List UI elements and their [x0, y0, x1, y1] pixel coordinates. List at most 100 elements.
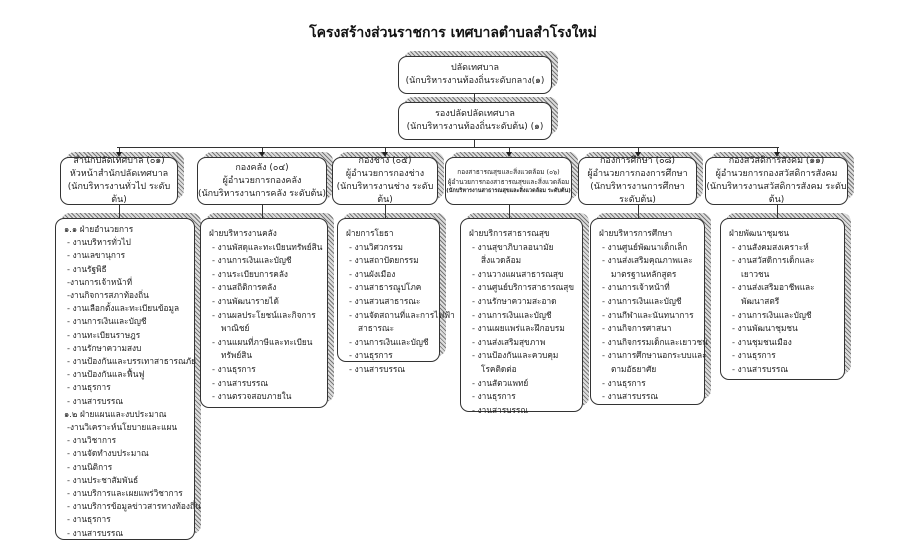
work-unit-item: - งานธุรการ [602, 377, 646, 388]
work-unit-item: - งานสวัสดิการเด็กและ [732, 255, 815, 266]
division-line3: (นักบริหารงานสวัสดิการสังคม ระดับต้น) [706, 182, 847, 205]
arrow-icon [505, 152, 512, 157]
arrow-icon [259, 152, 265, 157]
division-sections-box: ฝ่ายการโยธา- งานวิศวกรรม- งานสถาปัตยกรรม… [337, 213, 455, 374]
work-unit-item: - งานกิจการศาสนา [602, 323, 672, 334]
division-sections-box: ฝ่ายบริการสาธารณสุข - งานสุขาภิบาลอนามัยส… [460, 213, 589, 415]
work-unit-item: - งานการเงินและบัญชี [472, 309, 552, 320]
section-heading: ฝ่ายพัฒนาชุมชน [729, 228, 790, 238]
work-unit-item: -งานการเจ้าหน้าที่ [67, 276, 133, 287]
work-unit-item: - งานกีฬาและนันทนาการ [602, 309, 694, 320]
work-unit-item: - งานป้องกันและฟื้นฟู [67, 369, 145, 380]
work-unit-item: - งานเลขานุการ [67, 250, 126, 261]
work-unit-item: - งานสาธารณูปโภค [349, 282, 422, 293]
work-unit-item: - งานระเบียบการคลัง [212, 268, 288, 279]
work-unit-item: - งานสถิติการคลัง [212, 282, 277, 293]
work-unit-item: - งานการเงินและบัญชี [732, 309, 812, 320]
connector [637, 205, 639, 218]
work-unit-item: - งานสังคมสงเคราะห์ [732, 241, 809, 252]
work-unit-item: - งานการเงินและบัญชี [349, 336, 429, 347]
work-unit-item: - งานป้องกันและบรรเทาสาธารณภัย [67, 356, 196, 367]
division-line2: ผู้อำนวยการกองช่าง [345, 169, 425, 179]
division-line3: (นักบริหารงานการคลัง ระดับต้น) [198, 188, 326, 199]
work-unit-item: - งานสารบรรณ [212, 377, 269, 388]
work-unit-item: - งานผลประโยชน์และกิจการ [212, 309, 316, 320]
division-header-box: กองสาธารณสุขและสิ่งแวดล้อม (๐๖)ผู้อำนวยก… [445, 152, 578, 205]
division-header-box: กองสวัสดิการสังคม (๑๑)ผู้อำนวยการกองสวัส… [705, 152, 854, 205]
work-unit-item: - งานส่งเสริมสุขภาพ [472, 336, 546, 347]
division-line3: (นักบริหารงานการศึกษา ระดับต้น) [590, 182, 685, 205]
work-unit-item: - งานรัฐพิธี [67, 263, 107, 274]
work-unit-item: - งานตรวจสอบภายใน [212, 391, 292, 402]
section-heading: ๑.๑ ฝ่ายอำนวยการ [64, 224, 134, 234]
division-line3: (นักบริหารงานช่าง ระดับต้น) [336, 182, 434, 205]
work-unit-item: - งานธุรการ [212, 363, 256, 374]
work-unit-item: - งานการศึกษานอกระบบและ [602, 350, 707, 361]
work-unit-item: - งานจัดทำงบประมาณ [67, 448, 149, 459]
work-unit-item: - งานรักษาความสะอาด [472, 295, 557, 306]
work-unit-item: - งานสัตวแพทย์ [472, 377, 529, 388]
work-unit-item: - งานพัฒนารายได้ [212, 295, 279, 306]
work-unit-item: - งานทะเบียนราษฎร [67, 329, 141, 340]
work-unit-item: - งานสุขาภิบาลอนามัย [472, 241, 554, 252]
work-unit-item: - งานรักษาความสงบ [67, 342, 142, 353]
work-unit-item: - งานส่งเสริมอาชีพและ [732, 282, 815, 293]
work-unit-item: สิ่งแวดล้อม [481, 255, 522, 266]
division-line1: กองสาธารณสุขและสิ่งแวดล้อม (๐๖) [457, 167, 560, 176]
work-unit-item: เยาวชน [741, 268, 770, 279]
horizontal-connector [117, 147, 779, 148]
division-line1: กองคลัง (๐๔) [235, 162, 289, 173]
division-line3: (นักบริหารงานทั่วไป ระดับต้น) [67, 182, 171, 205]
division-line1: สำนักปลัดเทศบาล (๐๑) [73, 156, 165, 166]
arrow-icon [634, 152, 641, 157]
arrow-icon [773, 152, 780, 157]
division-line1: กองการศึกษา (๐๘) [599, 156, 676, 166]
work-unit-item: - งานการเงินและบัญชี [212, 255, 292, 266]
work-unit-item: - งานธุรการ [732, 350, 776, 361]
work-unit-item: - งานกิจกรรมเด็กและเยาวชน [602, 336, 708, 347]
connector [474, 140, 475, 148]
deputy-title: รองปลัดปลัดเทศบาล [435, 109, 515, 119]
work-unit-item: - งานการเงินและบัญชี [602, 295, 682, 306]
connector [119, 205, 120, 218]
work-unit-item: - งานพัฒนาชุมชน [732, 323, 798, 334]
work-unit-item: โรคติดต่อ [481, 363, 517, 374]
work-unit-item: - งานพัสดุและทะเบียนทรัพย์สิน [212, 241, 323, 252]
division-sections-box: ๑.๑ ฝ่ายอำนวยการ - งานบริหารทั่วไป - งานเล… [55, 213, 201, 540]
connector [508, 205, 510, 218]
deputy-level: (นักบริหารงานท้องถิ่นระดับต้น) (๑) [406, 122, 544, 132]
clerk-title: ปลัดเทศบาล [450, 63, 500, 73]
section-heading: ฝ่ายบริการสาธารณสุข [469, 228, 550, 238]
work-unit-item: พัฒนาสตรี [741, 295, 780, 306]
division-line2: ผู้อำนวยการกองคลัง [222, 175, 302, 186]
division-line2: หัวหน้าสำนักปลัดเทศบาล [69, 169, 169, 179]
clerk-level: (นักบริหารงานท้องถิ่นระดับกลาง(๑) [405, 76, 545, 86]
arrow-icon [116, 152, 122, 157]
division-header-box: กองช่าง (๐๕)ผู้อำนวยการกองช่าง(นักบริหาร… [332, 152, 444, 205]
work-unit-item: - งานสถาปัตยกรรม [349, 255, 419, 266]
work-unit-item: -งานวิเคราะห์นโยบายและแผน [67, 422, 178, 433]
work-unit-item: - งานสารบรรณ [349, 363, 406, 374]
connector [119, 147, 120, 153]
work-unit-item: - งานแผนที่ภาษีและทะเบียน [212, 336, 313, 347]
connector [776, 205, 778, 218]
work-unit-item: - งานผังเมือง [349, 268, 396, 279]
connector [474, 94, 475, 104]
work-unit-item: - งานสารบรรณ [67, 527, 124, 538]
work-unit-item: - งานสารบรรณ [732, 363, 789, 374]
work-unit-item: - งานเผยแพร่และฝึกอบรม [472, 323, 565, 334]
work-unit-item: - งานการเจ้าหน้าที่ [602, 282, 670, 293]
work-unit-item: - งานสารบรรณ [67, 395, 124, 406]
work-unit-item: ทรัพย์สิน [221, 350, 252, 361]
division-sections-box: ฝ่ายบริหารการศึกษา- งานศูนย์พัฒนาเด็กเล็… [590, 213, 711, 405]
work-unit-item: ตามอัธยาศัย [611, 363, 657, 374]
work-unit-item: - งานศูนย์บริการสาธารณสุข [472, 282, 575, 293]
work-unit-item: - งานธุรการ [472, 391, 516, 402]
work-unit-item: - งานชุมชนเมือง [732, 336, 792, 347]
work-unit-item: - งานป้องกันและควบคุม [472, 350, 559, 361]
work-unit-item: พาณิชย์ [221, 323, 250, 334]
work-unit-item: - งานประชาสัมพันธ์ [67, 474, 139, 485]
division-line2: ผู้อำนวยการกองการศึกษา [587, 169, 688, 179]
work-unit-item: - งานบริหารทั่วไป [67, 237, 131, 248]
chart-title: โครงสร้างส่วนราชการ เทศบาลตำบลสำโรงใหม่ [309, 25, 597, 41]
